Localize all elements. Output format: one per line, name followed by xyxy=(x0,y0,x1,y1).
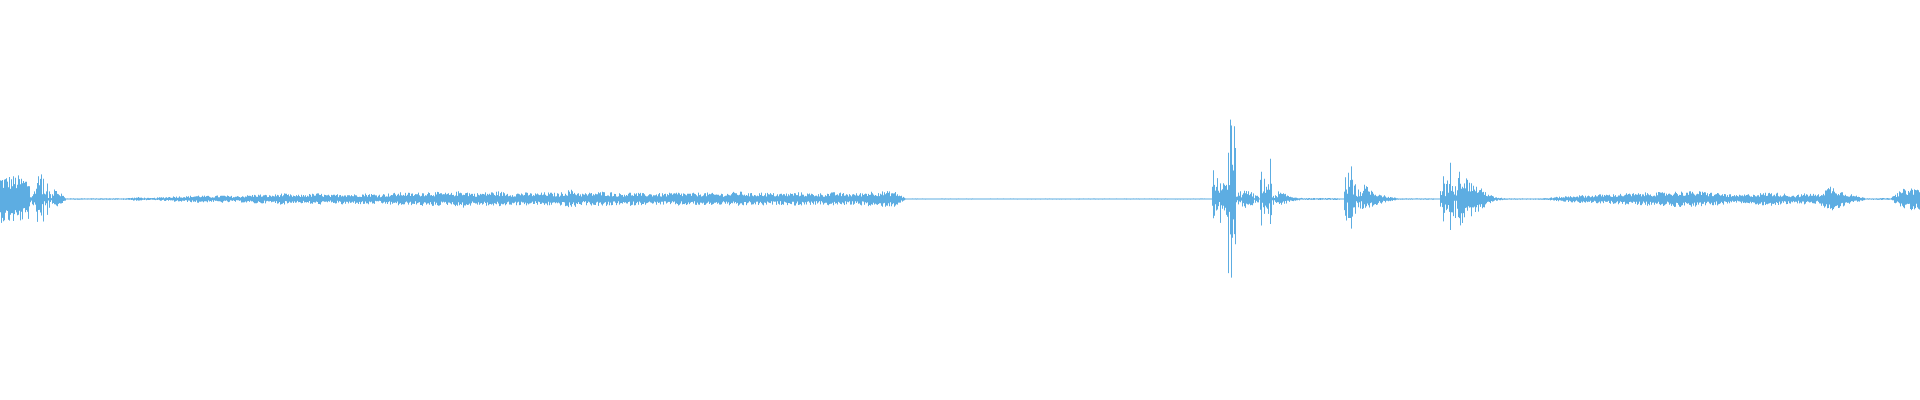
waveform-signal xyxy=(0,119,1920,278)
